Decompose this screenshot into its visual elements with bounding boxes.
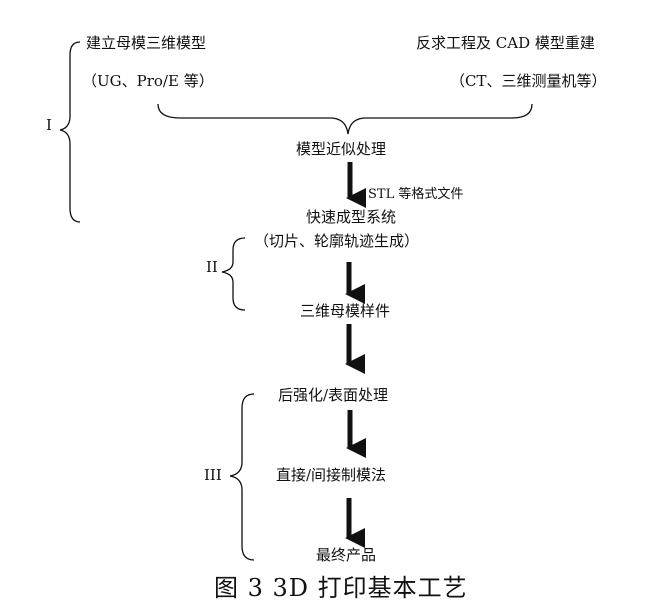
step-mold-method: 直接/间接制模法 xyxy=(276,466,387,484)
step-final-product: 最终产品 xyxy=(316,546,377,564)
step-post-process: 后强化/表面处理 xyxy=(278,386,389,404)
step-rapid-detail: （切片、轮廓轨迹生成） xyxy=(254,232,420,250)
stage-one-label: I xyxy=(46,116,52,134)
right-source-detail: （CT、三维测量机等） xyxy=(450,72,607,90)
stage-one-brace xyxy=(59,41,81,223)
step-master-sample: 三维母模样件 xyxy=(300,302,391,320)
step-rapid-system: 快速成型系统 xyxy=(306,208,397,226)
figure-caption: 图 3 3D 打印基本工艺 xyxy=(214,574,468,602)
stage-two-brace xyxy=(221,237,246,311)
step-stl-note: STL 等格式文件 xyxy=(368,187,464,202)
merge-brace xyxy=(157,103,533,135)
step-model-approx: 模型近似处理 xyxy=(296,140,387,158)
right-source-title: 反求工程及 CAD 模型重建 xyxy=(416,34,595,52)
stage-two-label: II xyxy=(206,258,218,276)
left-source-title: 建立母模三维模型 xyxy=(86,34,207,52)
stage-three-brace xyxy=(229,393,255,561)
left-source-detail: （UG、Pro/E 等） xyxy=(82,72,214,90)
stage-three-label: III xyxy=(204,466,222,484)
